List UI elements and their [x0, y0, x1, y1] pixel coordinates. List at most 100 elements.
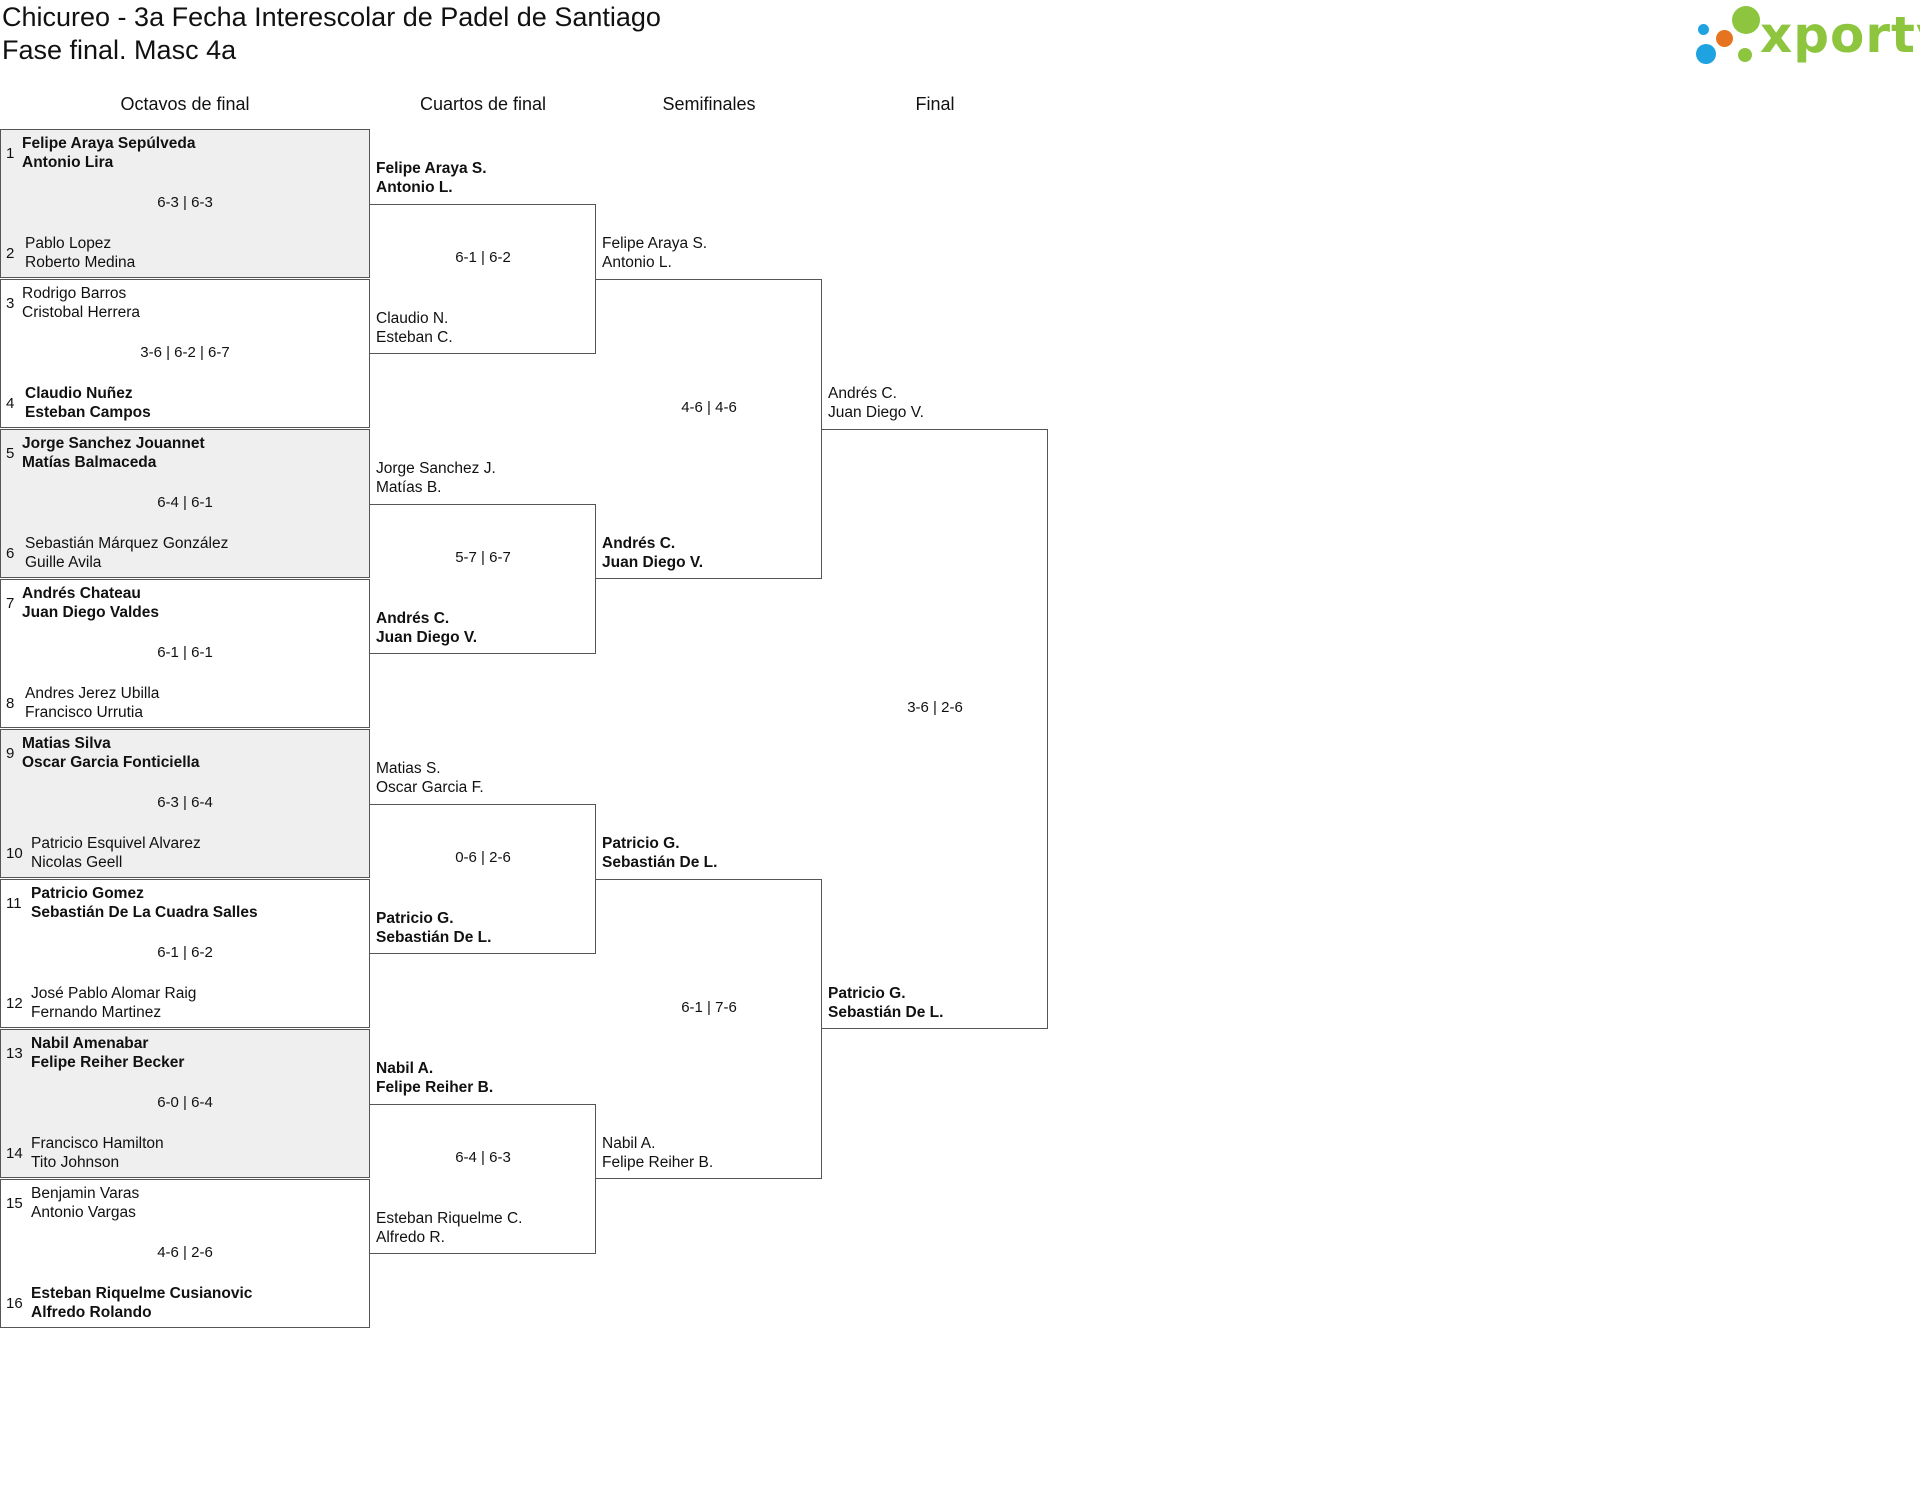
logo-text: xporty — [1760, 6, 1920, 64]
player-name: Felipe Araya S. — [602, 235, 708, 252]
player-name: Alfredo Rolando — [31, 1304, 152, 1321]
player-name: Francisco Hamilton — [31, 1135, 164, 1152]
player-name: Tito Johnson — [31, 1154, 120, 1171]
team-entry[interactable]: Nabil A. Felipe Reiher B. — [602, 1134, 713, 1172]
player-name: Andres Jerez Ubilla — [25, 685, 160, 702]
match-score: 6-4 | 6-3 — [455, 1149, 511, 1166]
team-entry[interactable]: Jorge Sanchez J. Matías B. — [376, 459, 496, 497]
player-name: Sebastián De L. — [376, 929, 492, 946]
match-score: 6-3 | 6-3 — [157, 194, 213, 211]
round-header-qf: Cuartos de final — [419, 94, 547, 114]
seed-number: 2 — [6, 245, 15, 262]
logo-dot-green-icon — [1732, 6, 1760, 34]
player-name: Guille Avila — [25, 554, 102, 571]
player-name: Juan Diego V. — [376, 629, 478, 646]
team-entry[interactable]: Felipe Araya S.Antonio L. — [376, 159, 487, 197]
match-score: 4-6 | 4-6 — [681, 399, 737, 416]
team-entry[interactable]: Matias S.Oscar Garcia F. — [376, 759, 484, 797]
team-entry[interactable]: Claudio N. Esteban C. — [376, 309, 453, 347]
match-score: 6-3 | 6-4 — [157, 794, 213, 811]
player-name: Matías B. — [376, 479, 442, 496]
team-entry[interactable]: Nabil A. Felipe Reiher B. — [376, 1059, 493, 1097]
team-entry[interactable]: Andrés C.Juan Diego V. — [828, 384, 924, 422]
player-name: Sebastián De L. — [602, 854, 718, 871]
round-header-sf: Semifinales — [662, 94, 756, 114]
player-name: Sebastián De L. — [828, 1004, 944, 1021]
seed-number: 11 — [6, 895, 22, 912]
player-name: Felipe Reiher B. — [376, 1079, 494, 1096]
bracket-qf — [370, 1104, 596, 1254]
team-entry[interactable]: Esteban Riquelme C.Alfredo R. — [376, 1209, 522, 1247]
logo-dot-orange-icon — [1716, 30, 1733, 47]
player-name: Juan Diego V. — [602, 554, 704, 571]
player-name: Andrés C. — [828, 385, 897, 402]
match-score: 6-0 | 6-4 — [157, 1094, 213, 1111]
bracket-sf — [596, 279, 822, 579]
match-score: 0-6 | 2-6 — [455, 849, 511, 866]
seed-number: 15 — [6, 1195, 23, 1212]
seed-number: 13 — [6, 1045, 23, 1062]
seed-number: 10 — [6, 845, 23, 862]
match-score: 3-6 | 6-2 | 6-7 — [140, 344, 230, 361]
player-name: Andrés C. — [602, 535, 676, 552]
player-name: Cristobal Herrera — [22, 304, 141, 321]
player-name: Esteban C. — [376, 329, 453, 346]
player-name: Nabil A. — [376, 1060, 434, 1077]
match-score: 6-1 | 6-2 — [455, 249, 511, 266]
player-name: Nabil Amenabar — [31, 1035, 149, 1052]
seed-number: 14 — [6, 1145, 23, 1162]
match-score: 6-1 | 7-6 — [681, 999, 737, 1016]
team-entry[interactable]: Patricio G. Sebastián De L. — [828, 984, 943, 1022]
player-name: Rodrigo Barros — [22, 285, 127, 302]
team-entry[interactable]: Patricio G.Sebastián De L. — [602, 834, 717, 872]
seed-number: 8 — [6, 695, 15, 712]
player-name: Andrés C. — [376, 610, 450, 627]
team-entry[interactable]: Felipe Araya S.Antonio L. — [602, 234, 707, 272]
player-name: Patricio Gomez — [31, 885, 144, 902]
player-name: Felipe Araya Sepúlveda — [22, 135, 196, 152]
player-name: Patricio G. — [828, 985, 906, 1002]
player-name: Sebastián Márquez González — [25, 535, 229, 552]
team-entry[interactable]: Patricio G.Sebastián De L. — [376, 909, 491, 947]
team-entry[interactable]: Andrés C. Juan Diego V. — [602, 534, 703, 572]
bracket-final — [822, 429, 1048, 1029]
player-name: Felipe Reiher Becker — [31, 1054, 185, 1071]
player-name: Esteban Riquelme Cusianovic — [31, 1285, 253, 1302]
seed-number: 12 — [6, 995, 23, 1012]
seed-number: 6 — [6, 545, 15, 562]
player-name: Sebastián De La Cuadra Salles — [31, 904, 258, 921]
player-name: Claudio N. — [376, 310, 449, 327]
team-entry[interactable]: Andrés C. Juan Diego V. — [376, 609, 477, 647]
seed-number: 5 — [6, 445, 15, 462]
seed-number: 3 — [6, 295, 15, 312]
player-name: Oscar Garcia F. — [376, 779, 484, 796]
player-name: Felipe Reiher B. — [602, 1154, 714, 1171]
player-name: Juan Diego Valdes — [22, 604, 159, 621]
player-name: Matias Silva — [22, 735, 111, 752]
player-name: Jorge Sanchez J. — [376, 460, 496, 477]
player-name: Nabil A. — [602, 1135, 656, 1152]
player-name: Benjamin Varas — [31, 1185, 140, 1202]
match-score: 4-6 | 2-6 — [157, 1244, 213, 1261]
